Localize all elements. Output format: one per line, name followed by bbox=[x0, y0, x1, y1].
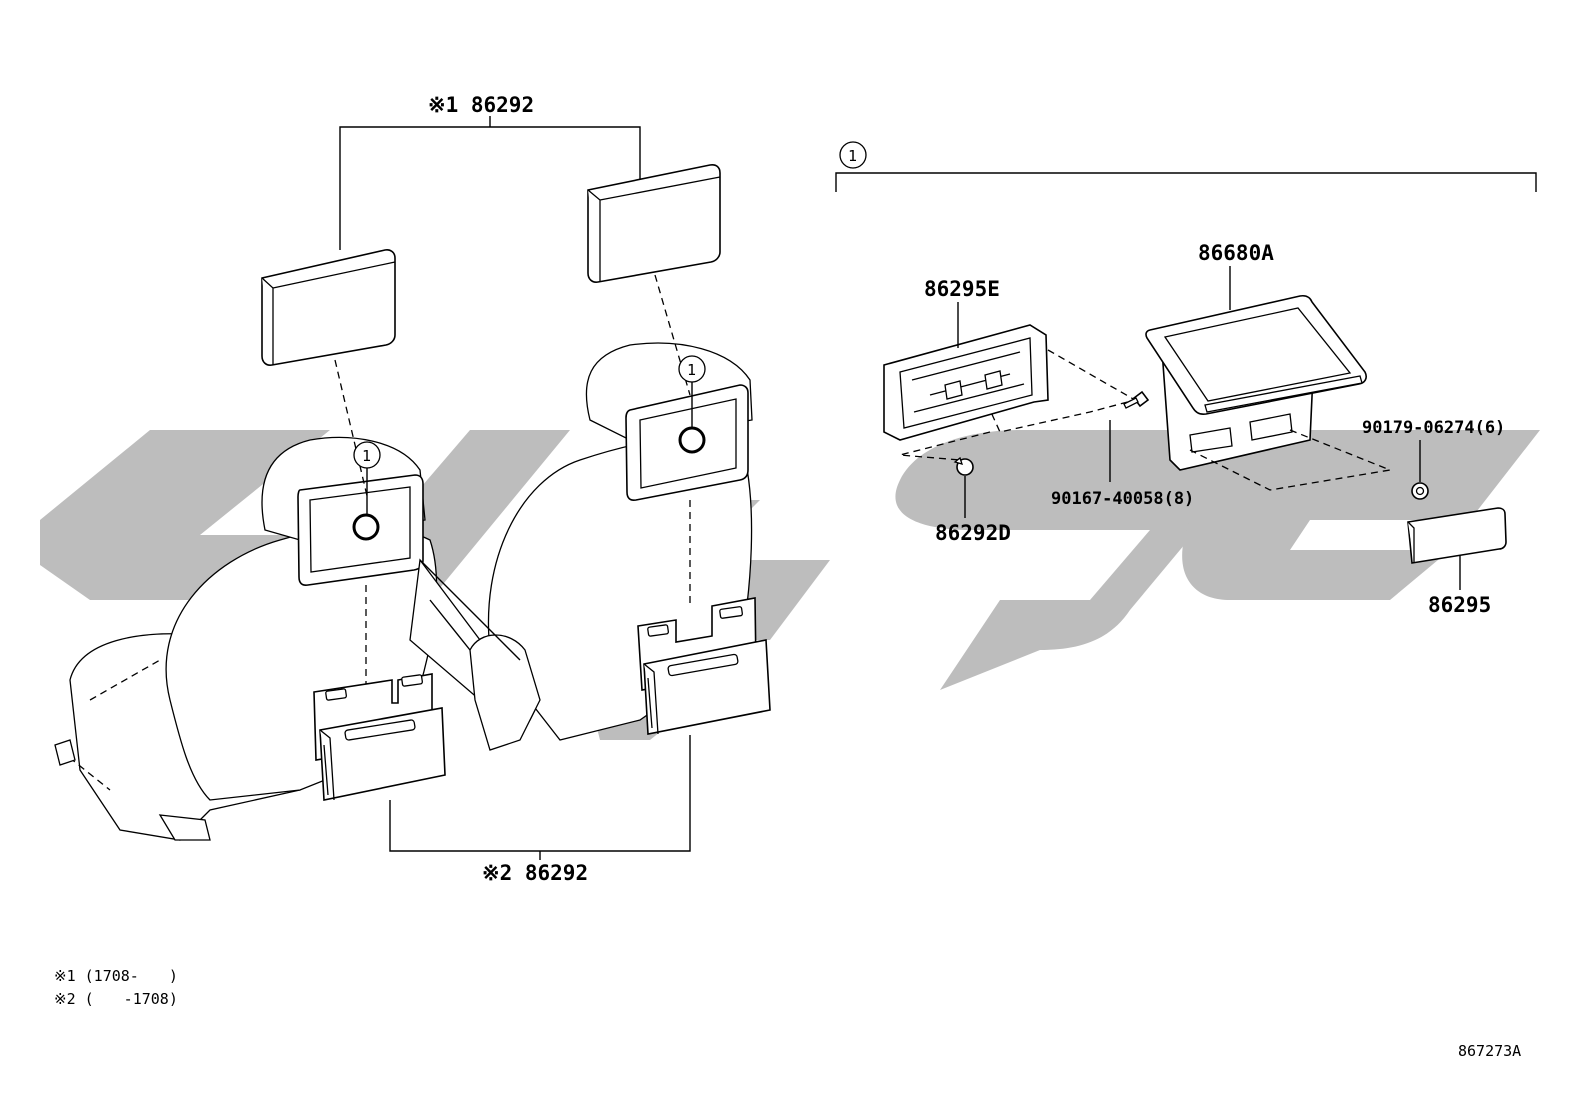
bottom-holder-group: ※2 86292 bbox=[313, 500, 771, 885]
left-seat-foot bbox=[54, 739, 211, 841]
seat-right-callout-number: 1 bbox=[687, 361, 696, 379]
bracket-86295E-inner bbox=[899, 337, 1033, 429]
bracket-86295E-label: 86295E bbox=[924, 277, 1000, 301]
monitor-rear-connectors bbox=[1189, 413, 1293, 453]
watermark-glyph-1 bbox=[40, 430, 570, 600]
cover-86295: 86295 bbox=[1407, 507, 1507, 617]
nut-90179-06274: 90179-06274(6) bbox=[1362, 418, 1505, 500]
seat-right-callout: 1 bbox=[678, 355, 706, 428]
right-holder-slot-1 bbox=[647, 624, 669, 637]
seat-left-callout-number: 1 bbox=[362, 447, 371, 465]
cover-body bbox=[1407, 507, 1507, 564]
left-holder-slot-1 bbox=[325, 688, 347, 701]
bracket-to-monitor-dashes bbox=[899, 349, 1137, 461]
screw-shank bbox=[1123, 397, 1139, 409]
top-right-display-drop bbox=[654, 274, 691, 396]
monitor-to-nut-dashes bbox=[1189, 429, 1393, 491]
monitor-screen bbox=[1163, 307, 1352, 402]
footnote-2: ※2 ( -1708) bbox=[54, 990, 178, 1008]
diagram-code: 867273A bbox=[1458, 1042, 1521, 1060]
footnote-1: ※1 (1708- ) bbox=[54, 967, 178, 985]
footnotes: ※1 (1708- ) ※2 ( -1708) bbox=[54, 967, 178, 1008]
exploded-assembly: 1 86295E 90167-40058(8) 86292D bbox=[835, 141, 1537, 617]
right-seat-armrest bbox=[469, 634, 541, 751]
seat-link-line bbox=[419, 559, 521, 661]
bracket-86295E-detail bbox=[944, 370, 1003, 400]
top-group-bracket bbox=[339, 116, 641, 250]
bottom-holder-group-label: ※2 86292 bbox=[482, 861, 588, 885]
group-callout-number: 1 bbox=[848, 147, 857, 165]
screw-90167-40058: 90167-40058(8) bbox=[1051, 390, 1194, 509]
top-left-display bbox=[261, 249, 396, 366]
screw-label: 90167-40058(8) bbox=[1051, 489, 1194, 509]
top-display-group-label: ※1 86292 bbox=[428, 93, 534, 117]
top-display-group: ※1 86292 bbox=[261, 93, 721, 501]
nut-hole bbox=[1415, 486, 1425, 496]
cover-edge bbox=[1407, 521, 1415, 562]
nut-label: 90179-06274(6) bbox=[1362, 418, 1505, 438]
left-holder-side bbox=[319, 729, 335, 801]
top-right-display bbox=[587, 164, 721, 283]
clip-stem bbox=[953, 456, 964, 465]
watermark-glyph-4 bbox=[895, 430, 1249, 690]
left-holder-slot-2 bbox=[401, 674, 423, 687]
right-monitor-target-ring bbox=[678, 426, 706, 454]
seat-left-callout: 1 bbox=[353, 441, 381, 515]
left-monitor-target-ring bbox=[352, 513, 380, 541]
right-holder-window bbox=[667, 653, 739, 677]
left-seat-hidden-line bbox=[59, 659, 161, 791]
monitor-86680A: 86680A bbox=[1145, 241, 1367, 471]
group-top-bracket bbox=[835, 172, 1537, 192]
right-holder-side bbox=[643, 663, 659, 735]
top-right-display-edge bbox=[587, 176, 721, 282]
watermark-glyph-5 bbox=[1182, 430, 1540, 600]
clip-label: 86292D bbox=[935, 521, 1011, 545]
cover-label: 86295 bbox=[1428, 593, 1491, 617]
bottom-group-bracket bbox=[389, 735, 691, 860]
left-holder-window bbox=[344, 719, 416, 741]
monitor-label: 86680A bbox=[1198, 241, 1274, 265]
monitor-bezel-strip bbox=[1204, 375, 1363, 413]
right-holder-slot-2 bbox=[719, 606, 743, 619]
clip-86292D: 86292D bbox=[935, 456, 1011, 545]
group-callout-circle bbox=[839, 141, 867, 169]
top-left-display-edge bbox=[261, 261, 396, 365]
right-holder-front bbox=[643, 639, 771, 735]
